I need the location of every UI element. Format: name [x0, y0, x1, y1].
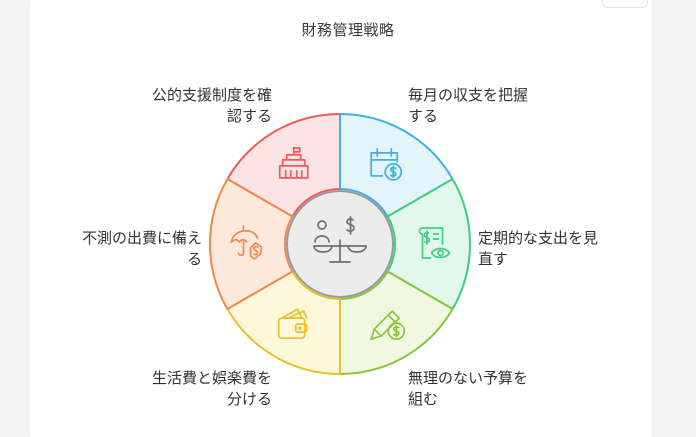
label-line: する [408, 107, 439, 125]
label-track-income: 毎月の収支を把握 する [408, 85, 528, 127]
segment-living-costs [226, 270, 341, 375]
label-line: 公的支援制度を確 [151, 86, 272, 104]
calendar-dollar-icon [370, 148, 403, 181]
government-building-icon [278, 147, 309, 179]
diagram-title: 財務管理戦略 [301, 21, 395, 39]
label-line: 組む [408, 390, 439, 408]
label-review-fixed: 定期的な支出を見 直す [478, 228, 598, 270]
label-line: 分ける [226, 390, 272, 408]
label-line: 無理のない予算を [408, 369, 529, 387]
label-line: 定期的な支出を見 [478, 229, 599, 247]
person-balance-dollar-icon [313, 216, 367, 263]
label-line: 認する [226, 107, 272, 125]
label-public-support: 公的支援制度を確 認する [152, 85, 272, 127]
label-line: 直す [478, 250, 509, 268]
label-line: る [186, 250, 202, 268]
segment-emergency [209, 178, 294, 310]
wallet-icon [277, 308, 308, 339]
label-line: 毎月の収支を把握 [408, 86, 529, 104]
label-line: 生活費と娯楽費を [151, 369, 272, 387]
umbrella-dollar-icon [230, 225, 263, 260]
label-budget: 無理のない予算を 組む [408, 368, 528, 410]
receipt-eye-icon [418, 227, 451, 259]
label-line: 不測の出費に備え [81, 229, 202, 247]
label-emergency: 不測の出費に備え る [82, 228, 202, 270]
pencil-dollar-icon [370, 310, 406, 340]
corner-tab [602, 0, 648, 8]
segment-review-fixed [386, 178, 471, 310]
label-living-costs: 生活費と娯楽費を 分ける [152, 368, 272, 410]
